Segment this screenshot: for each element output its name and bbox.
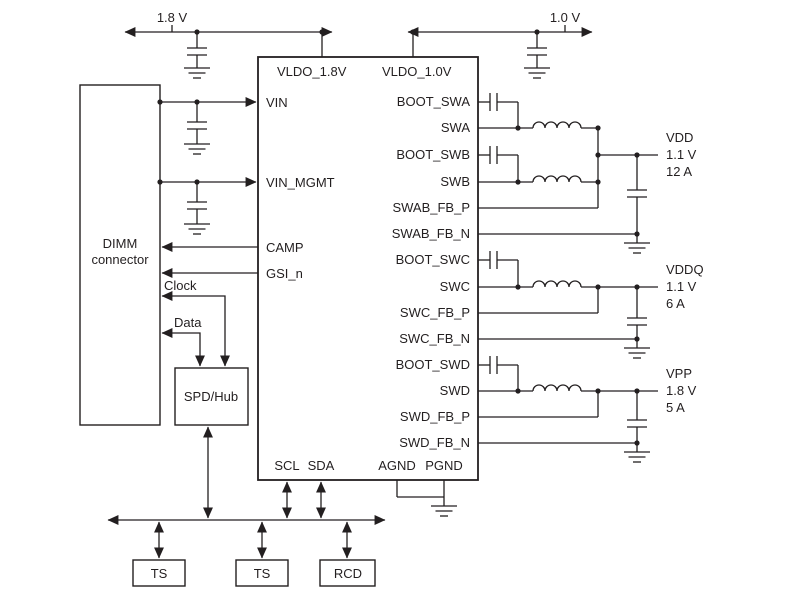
dimm-label-line1: DIMM [103,236,138,251]
rcd-outline [319,559,376,587]
vddq-voltage: 1.1 V [666,279,697,294]
pin-label-scl: SCL [274,458,299,473]
capacitor-vddq-output [626,317,648,326]
pin-label-swd-fb-n: SWD_FB_N [399,435,470,450]
clock-label: Clock [164,278,197,293]
ts2-block: TS [235,521,289,587]
i2c-bus [107,481,386,525]
ground-symbol [183,223,211,235]
pin-label-boot-swd: BOOT_SWD [396,357,470,372]
pin-label-swc-fb-n: SWC_FB_N [399,331,470,346]
pin-label-gsi-n: GSI_n [266,266,303,281]
ts1-block: TS [132,521,186,587]
vpp-voltage: 1.8 V [666,383,697,398]
ts2-outline [235,559,289,587]
data-label: Data [174,315,202,330]
pin-label-pgnd: PGND [425,458,463,473]
vdd-stage: VDD 1.1 V 12 A [478,92,697,254]
rail-1v8-label: 1.8 V [157,10,188,25]
pin-label-vldo18: VLDO_1.8V [277,64,347,79]
vpp-name: VPP [666,366,692,381]
rcd-label: RCD [334,566,362,581]
spd-hub-label: SPD/Hub [184,389,238,404]
clock-wire: Clock [161,278,230,367]
pmic-outline [257,56,479,481]
bootstrap-capacitor-swa [489,92,498,112]
vdd-current: 12 A [666,164,692,179]
vddq-current: 6 A [666,296,685,311]
ts2-label: TS [254,566,271,581]
pin-label-agnd: AGND [378,458,416,473]
vdd-voltage: 1.1 V [666,147,697,162]
dimm-label-line2: connector [91,252,149,267]
rail-1v8: 1.8 V [124,10,333,79]
ground-symbol [183,67,211,79]
pin-label-swc: SWC [440,279,470,294]
data-wire: Data [161,315,205,367]
rail-1v0: 1.0 V [407,10,593,79]
ground-symbol [183,143,211,155]
ts1-outline [132,559,186,587]
dimm-connector-outline [79,84,161,426]
vin-mgmt-wiring [157,177,257,235]
capacitor-vpp-output [626,419,648,428]
pin-label-boot-swa: BOOT_SWA [397,94,471,109]
vdd-name: VDD [666,130,693,145]
pin-label-boot-swc: BOOT_SWC [396,252,470,267]
pin-label-vin-mgmt: VIN_MGMT [266,175,335,190]
pin-label-swab-fb-n: SWAB_FB_N [392,226,470,241]
rcd-block: RCD [319,521,376,587]
ground-symbol [430,505,458,517]
vpp-stage: VPP 1.8 V 5 A [478,355,697,463]
ground-symbol [623,347,651,359]
pin-label-boot-swb: BOOT_SWB [396,147,470,162]
ground-symbol [623,242,651,254]
pin-label-vin: VIN [266,95,288,110]
pin-label-swab-fb-p: SWAB_FB_P [392,200,470,215]
ground-symbol [623,451,651,463]
pin-label-vldo10: VLDO_1.0V [382,64,452,79]
vddq-name: VDDQ [666,262,704,277]
vin-wiring [157,97,257,155]
dimm-connector: DIMM connector [79,84,161,426]
inductor-swa [532,121,582,129]
vpp-current: 5 A [666,400,685,415]
pin-label-swc-fb-p: SWC_FB_P [400,305,470,320]
inductor-swb [532,175,582,183]
inductor-swc [532,280,582,288]
pin-label-swd-fb-p: SWD_FB_P [400,409,470,424]
bootstrap-capacitor-swc [489,250,498,270]
capacitor-vin [186,121,208,130]
capacitor-vdd-output [626,189,648,198]
pin-label-sda: SDA [308,458,335,473]
ground-symbol [523,67,551,79]
spd-hub-outline [174,367,249,426]
pin-label-swa: SWA [441,120,470,135]
rail-1v0-label: 1.0 V [550,10,581,25]
agnd-pgnd-wiring [396,480,458,517]
spd-hub: SPD/Hub [174,367,249,519]
pin-label-swd: SWD [440,383,470,398]
inductor-swd [532,384,582,392]
pin-label-swb: SWB [440,174,470,189]
ts1-label: TS [151,566,168,581]
vddq-stage: VDDQ 1.1 V 6 A [478,250,704,359]
pin-label-camp: CAMP [266,240,304,255]
bootstrap-capacitor-swd [489,355,498,375]
capacitor-1v0-decoupling [526,47,548,56]
bootstrap-capacitor-swb [489,145,498,165]
capacitor-vin-mgmt [186,201,208,210]
capacitor-1v8-decoupling [186,47,208,56]
pmic-block: VLDO_1.8V VLDO_1.0V VIN VIN_MGMT CAMP GS… [257,56,479,481]
